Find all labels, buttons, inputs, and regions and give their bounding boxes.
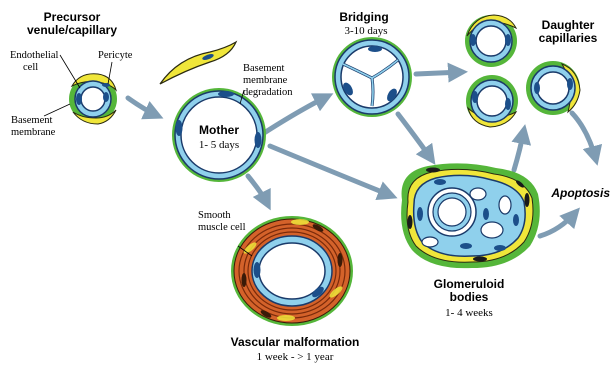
arrow-glomeruloid-to-apoptosis <box>540 212 576 236</box>
mother-duration: 1- 5 days <box>199 139 239 151</box>
precursor-subtitle: venule/capillary <box>27 23 117 37</box>
arrow-precursor-to-mother <box>128 98 158 116</box>
vascular-malformation <box>231 216 353 326</box>
apoptosis-label: Apoptosis <box>550 186 610 200</box>
bm-degradation-label-3: degradation <box>243 87 293 98</box>
arrow-glomeruloid-to-daughter <box>514 130 524 170</box>
glomeruloid-subtitle: bodies <box>450 290 489 304</box>
glomeruloid-title: Glomeruloid <box>434 277 505 291</box>
basement-membrane-label: Basement <box>11 115 52 126</box>
pericyte-label: Pericyte <box>98 50 133 61</box>
endothelial-label: Endothelial <box>10 50 58 61</box>
smooth-muscle-label: Smooth <box>198 210 231 221</box>
detached-pericyte <box>160 42 236 84</box>
bridging-duration: 3-10 days <box>344 25 387 37</box>
daughter-subtitle: capillaries <box>539 31 598 45</box>
daughter-capillary-3 <box>526 61 580 115</box>
arrow-mother-to-bridging <box>264 96 328 133</box>
glomeruloid-duration: 1- 4 weeks <box>445 307 493 319</box>
nucleus <box>176 120 183 136</box>
arrow-daughter-to-apoptosis <box>572 113 596 160</box>
arrow-mother-to-malformation <box>248 176 268 205</box>
glomeruloid-body <box>401 163 540 268</box>
malformation-duration: 1 week - > 1 year <box>257 351 334 363</box>
basement-membrane-label-2: membrane <box>11 127 56 138</box>
bridging-title: Bridging <box>339 10 388 24</box>
malformation-title: Vascular malformation <box>231 335 360 349</box>
mother-title: Mother <box>199 123 239 137</box>
arrow-bridging-to-daughter <box>416 72 462 74</box>
precursor-title: Precursor <box>44 10 101 24</box>
smooth-muscle-label-2: muscle cell <box>198 222 246 233</box>
daughter-capillary-2 <box>466 75 518 127</box>
daughter-capillary-1 <box>465 15 517 67</box>
nucleus <box>76 93 82 105</box>
arrow-bridging-to-glomeruloid <box>398 114 432 160</box>
precursor-vessel <box>44 55 117 124</box>
bridging-vessel <box>332 37 412 117</box>
bm-degradation-label-2: membrane <box>243 75 288 86</box>
daughter-title: Daughter <box>542 18 595 32</box>
arrow-mother-to-glomeruloid <box>270 146 392 196</box>
bm-degradation-label: Basement <box>243 63 284 74</box>
endothelial-label-2: cell <box>23 62 38 73</box>
